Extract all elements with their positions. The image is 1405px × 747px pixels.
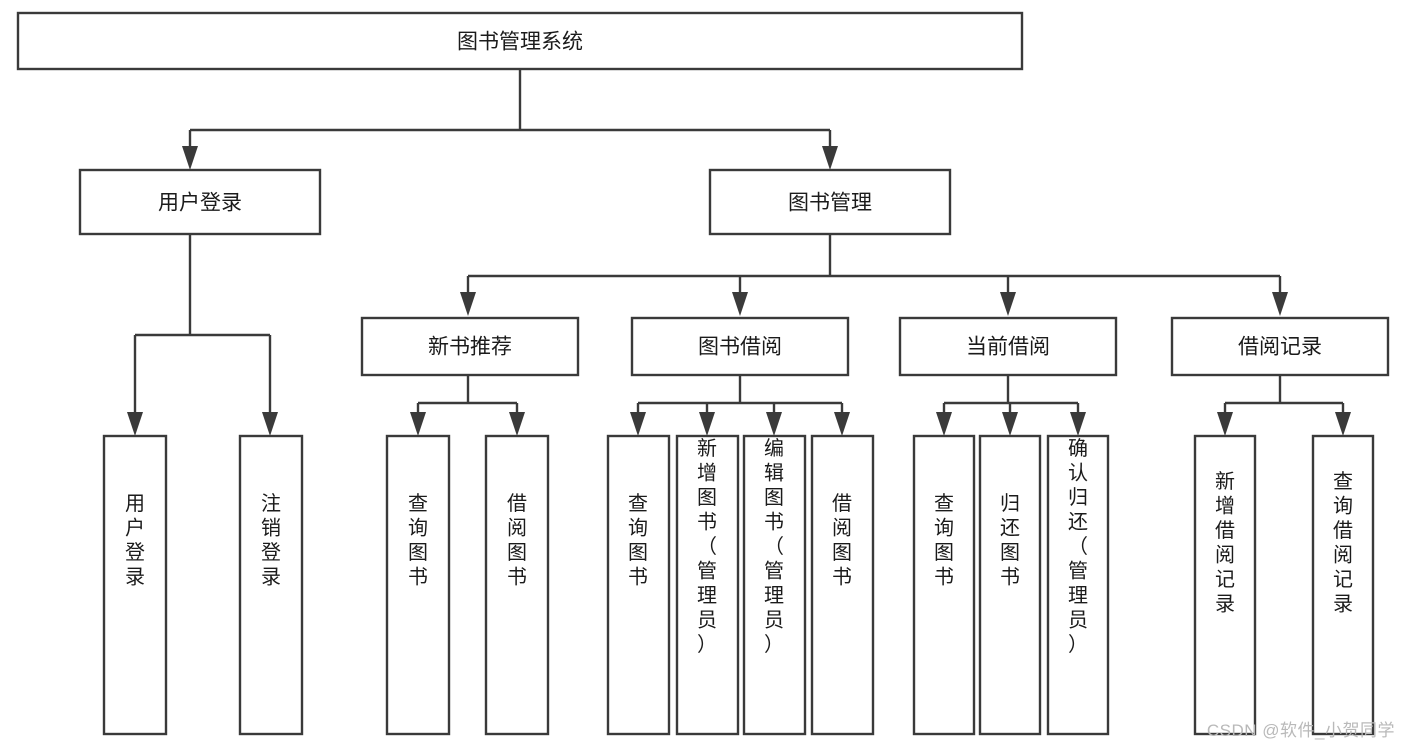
leaf-box-bb-borrow-books[interactable] <box>810 434 875 736</box>
leaf-label-bb-edit-book-admin: 编辑图书（管理员） <box>764 437 784 656</box>
leaf-box-cb-query-books[interactable] <box>912 434 976 736</box>
node-box-current-borrowing[interactable] <box>898 316 1118 377</box>
arrow-head-current-borrow <box>1000 292 1016 316</box>
node-current-borrowing[interactable]: 当前借阅 <box>898 316 1118 377</box>
leaf-box-br-query-record[interactable] <box>1311 434 1375 736</box>
leaf-label-bb-query-books: 查询图书 <box>628 492 648 589</box>
arrow-head-cb-leaf-1 <box>936 412 952 436</box>
arrow-head-leaf-logout <box>262 412 278 436</box>
leaf-label-cb-query-books: 查询图书 <box>934 492 954 589</box>
node-label-root: 图书管理系统 <box>457 31 583 54</box>
leaf-box-bb-add-book-admin[interactable] <box>675 434 740 736</box>
arrow-head-bb-leaf-4 <box>834 412 850 436</box>
leaf-node-bb-edit-book-admin[interactable]: 编辑图书（管理员） <box>742 434 807 736</box>
arrow-head-cb-leaf-2 <box>1002 412 1018 436</box>
node-user-login[interactable]: 用户登录 <box>78 168 322 236</box>
arrow-head-borrow-record <box>1272 292 1288 316</box>
leaf-node-cb-query-books[interactable]: 查询图书 <box>912 434 976 736</box>
arrow-head-leaf-user-login <box>127 412 143 436</box>
node-book-management[interactable]: 图书管理 <box>708 168 952 236</box>
leaf-node-nbr-borrow-books[interactable]: 借阅图书 <box>484 434 550 736</box>
leaf-node-bb-borrow-books[interactable]: 借阅图书 <box>810 434 875 736</box>
leaf-box-cb-confirm-return-admin[interactable] <box>1046 434 1110 736</box>
leaf-node-br-query-record[interactable]: 查询借阅记录 <box>1311 434 1375 736</box>
node-box-book-management[interactable] <box>708 168 952 236</box>
leaf-node-bb-add-book-admin[interactable]: 新增图书（管理员） <box>675 434 740 736</box>
leaf-label-bb-borrow-books: 借阅图书 <box>832 492 852 589</box>
leaf-label-bb-add-book-admin: 新增图书（管理员） <box>697 437 717 656</box>
node-box-book-borrowing[interactable] <box>630 316 850 377</box>
leaf-node-br-add-record[interactable]: 新增借阅记录 <box>1193 434 1257 736</box>
node-box-borrowing-record[interactable] <box>1170 316 1390 377</box>
leaf-label-cb-return-books: 归还图书 <box>1000 492 1020 589</box>
leaf-label-nbr-query-books: 查询图书 <box>408 492 428 589</box>
leaf-box-nbr-query-books[interactable] <box>385 434 451 736</box>
node-box-user-login[interactable] <box>78 168 322 236</box>
leaf-box-bb-query-books[interactable] <box>606 434 671 736</box>
leaf-node-logout[interactable]: 注销登录 <box>238 434 304 736</box>
arrow-head-br-leaf-2 <box>1335 412 1351 436</box>
leaf-box-bb-edit-book-admin[interactable] <box>742 434 807 736</box>
arrow-head-cb-leaf-3 <box>1070 412 1086 436</box>
arrow-head-nbr-leaf-2 <box>509 412 525 436</box>
leaf-box-user-login[interactable] <box>102 434 168 736</box>
leaf-label-br-add-record: 新增借阅记录 <box>1215 470 1235 616</box>
leaf-label-logout: 注销登录 <box>261 492 281 589</box>
node-label-book-management: 图书管理 <box>788 192 872 215</box>
node-label-new-book-recommendation: 新书推荐 <box>428 336 512 359</box>
node-label-current-borrowing: 当前借阅 <box>966 336 1050 359</box>
arrow-head-bb-leaf-3 <box>766 412 782 436</box>
watermark-credit: CSDN @软件_小贺同学 <box>1206 721 1395 740</box>
arrow-head-bb-leaf-2 <box>699 412 715 436</box>
node-book-borrowing[interactable]: 图书借阅 <box>630 316 850 377</box>
leaf-node-user-login[interactable]: 用户登录 <box>102 434 168 736</box>
leaf-box-logout[interactable] <box>238 434 304 736</box>
leaf-node-bb-query-books[interactable]: 查询图书 <box>606 434 671 736</box>
node-label-borrowing-record: 借阅记录 <box>1238 336 1322 359</box>
node-new-book-recommendation[interactable]: 新书推荐 <box>360 316 580 377</box>
leaf-box-nbr-borrow-books[interactable] <box>484 434 550 736</box>
arrow-head-br-leaf-1 <box>1217 412 1233 436</box>
arrow-head-bb-leaf-1 <box>630 412 646 436</box>
node-label-book-borrowing: 图书借阅 <box>698 336 782 359</box>
node-borrowing-record[interactable]: 借阅记录 <box>1170 316 1390 377</box>
arrow-head-nbr-leaf-1 <box>410 412 426 436</box>
leaf-box-cb-return-books[interactable] <box>978 434 1042 736</box>
arrow-head-book-mgmt <box>822 146 838 170</box>
connector-layer <box>127 69 1351 436</box>
arrow-head-book-borrow <box>732 292 748 316</box>
leaf-label-user-login: 用户登录 <box>125 493 145 589</box>
node-label-user-login: 用户登录 <box>158 192 242 215</box>
leaf-label-nbr-borrow-books: 借阅图书 <box>507 492 527 589</box>
leaf-label-cb-confirm-return-admin: 确认归还（管理员） <box>1068 437 1088 656</box>
leaf-node-cb-confirm-return-admin[interactable]: 确认归还（管理员） <box>1046 434 1110 736</box>
leaf-node-nbr-query-books[interactable]: 查询图书 <box>385 434 451 736</box>
arrow-head-user-login <box>182 146 198 170</box>
leaf-node-cb-return-books[interactable]: 归还图书 <box>978 434 1042 736</box>
leaf-label-br-query-record: 查询借阅记录 <box>1333 470 1353 616</box>
node-root-book-management-system[interactable]: 图书管理系统 <box>16 11 1024 71</box>
node-box-root[interactable] <box>16 11 1024 71</box>
leaf-box-br-add-record[interactable] <box>1193 434 1257 736</box>
arrow-head-new-book-rec <box>460 292 476 316</box>
node-box-new-book-recommendation[interactable] <box>360 316 580 377</box>
